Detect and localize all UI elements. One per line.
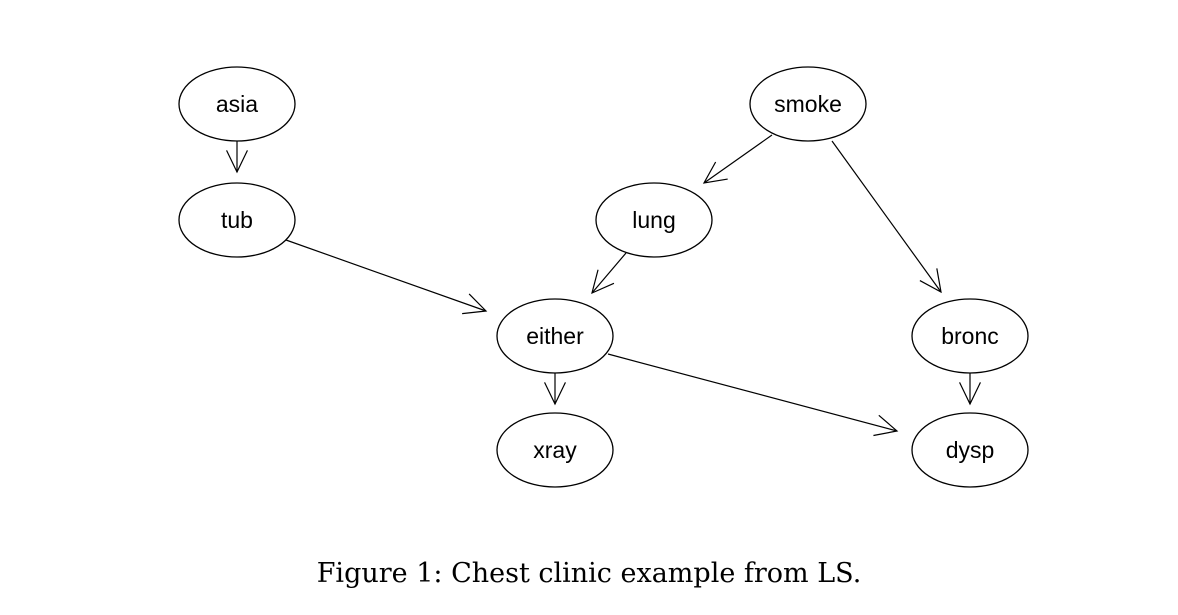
nodes-layer: asia tub smoke lung either bronc xray dysp [178,66,1029,488]
node-ellipse [496,412,614,488]
edge-line [831,140,942,293]
node-lung: lung [595,182,713,258]
arrowhead [544,382,566,406]
chest-clinic-network-diagram: asia tub smoke lung either bronc xray dysp [178,66,1029,488]
arrowhead [873,414,899,437]
node-ellipse [911,298,1029,374]
arrowhead [462,293,488,315]
node-label: lung [632,207,675,233]
arrowhead [591,269,615,295]
node-either: either [496,298,614,374]
edge-line [591,252,627,294]
arrowhead [959,382,981,406]
edge-lung-either [591,252,627,295]
edge-either-dysp [607,353,899,437]
node-label: smoke [774,91,842,117]
node-ellipse [178,182,296,258]
node-label: either [526,323,584,349]
node-ellipse [749,66,867,142]
node-dysp: dysp [911,412,1029,488]
edge-asia-tub [226,141,248,174]
node-label: xray [533,437,577,463]
node-bronc: bronc [911,298,1029,374]
edge-line [285,239,487,312]
figure-caption: Figure 1: Chest clinic example from LS. [316,558,862,589]
edge-smoke-lung [702,134,773,184]
arrowhead [226,150,248,174]
arrowhead [702,161,728,184]
node-ellipse [595,182,713,258]
edges-layer [226,134,981,437]
node-ellipse [178,66,296,142]
edge-either-xray [544,373,566,406]
node-asia: asia [178,66,296,142]
node-tub: tub [178,182,296,258]
node-xray: xray [496,412,614,488]
edge-bronc-dysp [959,373,981,406]
edge-tub-either [285,239,488,315]
node-ellipse [911,412,1029,488]
node-label: bronc [941,323,999,349]
edge-smoke-bronc [831,140,942,294]
node-label: dysp [946,437,995,463]
node-label: tub [221,207,253,233]
arrowhead [919,268,942,294]
node-label: asia [216,91,258,117]
edge-line [703,134,773,184]
node-smoke: smoke [749,66,867,142]
edge-line [607,353,898,432]
node-ellipse [496,298,614,374]
